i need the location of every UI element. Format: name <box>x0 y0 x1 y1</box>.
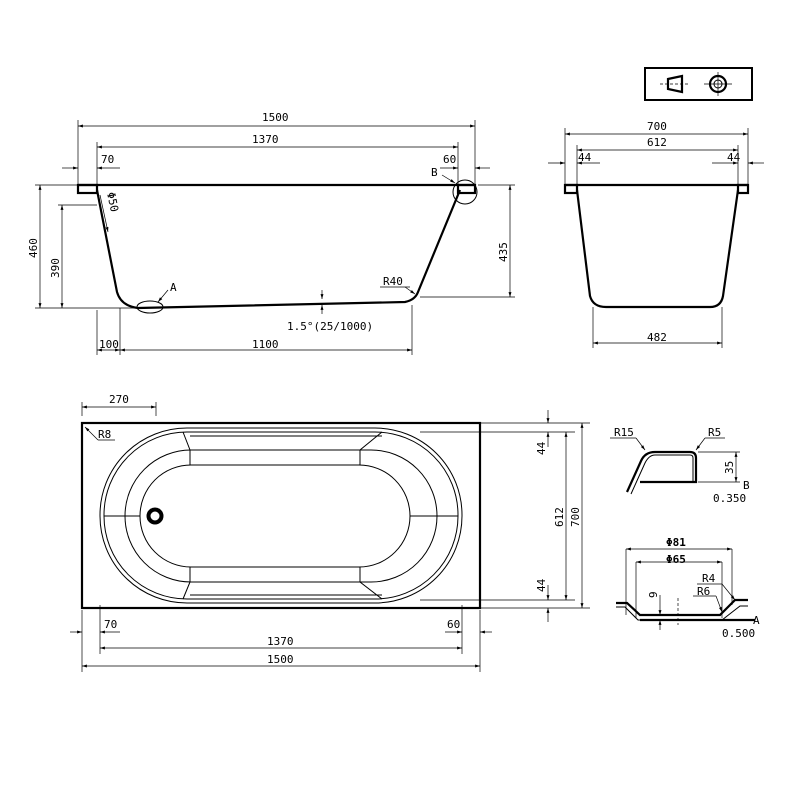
dim-60: 60 <box>443 153 456 166</box>
dim-700: 700 <box>647 120 667 133</box>
dim-270: 270 <box>109 393 129 406</box>
slope-note: 1.5°(25/1000) <box>287 320 373 333</box>
dim-phi50: Φ50 <box>104 191 121 213</box>
dim-1370: 1370 <box>252 133 279 146</box>
dim-44-top: 44 <box>535 441 548 455</box>
dim-r8: R8 <box>98 428 111 441</box>
detail-b-label: B <box>743 479 750 492</box>
dim-r40: R40 <box>383 275 403 288</box>
detail-b-scale: 0.350 <box>713 492 746 505</box>
detail-b-r5: R5 <box>708 426 721 439</box>
dim-482: 482 <box>647 331 667 344</box>
dim-70: 70 <box>101 153 114 166</box>
dim-390: 390 <box>49 258 62 278</box>
detail-b-35: 35 <box>723 461 736 474</box>
dim-44-right: 44 <box>727 151 741 164</box>
side-view: 700 612 44 44 482 <box>548 120 764 348</box>
detail-b: R15 R5 35 B 0.350 <box>610 426 750 505</box>
dim-612: 612 <box>647 136 667 149</box>
dim-460: 460 <box>27 238 40 258</box>
projection-circle-icon <box>704 72 732 96</box>
drain-hole <box>146 507 164 525</box>
detail-a-r6: R6 <box>697 585 710 598</box>
projection-cone-icon <box>660 74 690 94</box>
dim-1500: 1500 <box>262 111 289 124</box>
detail-a-phi81: Φ81 <box>666 536 686 549</box>
dim-612-top: 612 <box>553 507 566 527</box>
projection-symbol-block <box>644 67 753 101</box>
dim-100: 100 <box>99 338 119 351</box>
dim-700-top: 700 <box>569 507 582 527</box>
dim-1100: 1100 <box>252 338 279 351</box>
detail-a-label: A <box>753 614 760 627</box>
front-view: 1500 1370 70 60 460 390 435 Φ50 R40 A B … <box>27 111 515 355</box>
dim-1370-top: 1370 <box>267 635 294 648</box>
detail-a-phi65: Φ65 <box>666 553 686 566</box>
dim-60-top: 60 <box>447 618 460 631</box>
dim-70-top: 70 <box>104 618 117 631</box>
detail-a: Φ81 Φ65 9 R4 R6 A 0.500 <box>616 536 760 640</box>
detail-a-9: 9 <box>647 591 660 598</box>
detail-a-r4: R4 <box>702 572 716 585</box>
dim-435: 435 <box>497 242 510 262</box>
dim-1500-top: 1500 <box>267 653 294 666</box>
dim-44-left: 44 <box>578 151 592 164</box>
detail-b-callout: B <box>431 166 438 179</box>
top-view: 270 R8 44 44 612 700 70 60 1370 1500 <box>70 393 590 672</box>
detail-a-scale: 0.500 <box>722 627 755 640</box>
detail-a-callout: A <box>170 281 177 294</box>
dim-44-bottom: 44 <box>535 578 548 592</box>
detail-b-r15: R15 <box>614 426 634 439</box>
